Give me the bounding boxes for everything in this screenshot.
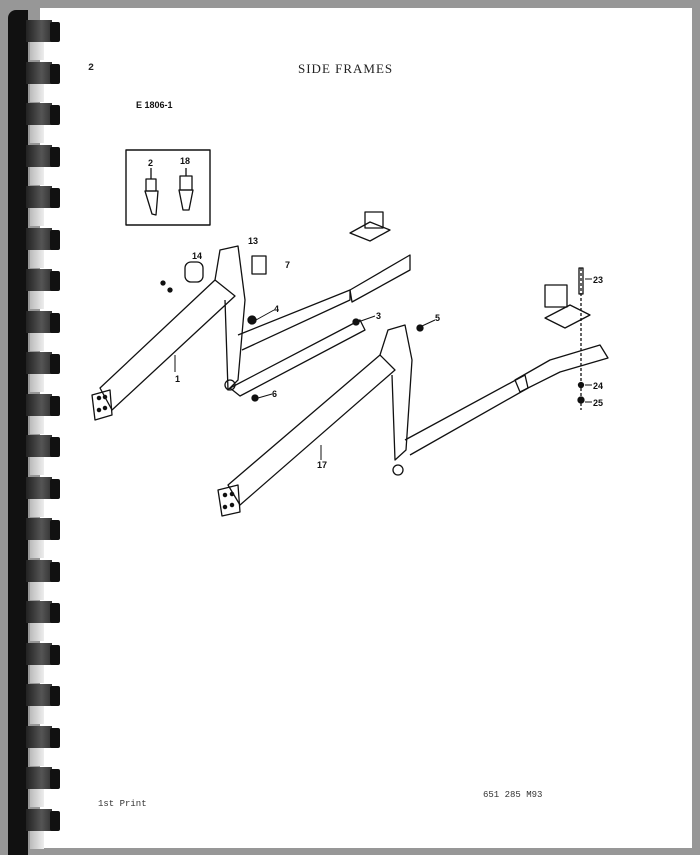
svg-text:2: 2: [148, 158, 153, 168]
binding-ring: [26, 725, 62, 766]
binding-ring: [26, 144, 62, 185]
svg-text:3: 3: [376, 311, 381, 321]
inset-part-2-icon: [144, 168, 159, 216]
binding-ring: [26, 559, 62, 600]
svg-text:14: 14: [192, 251, 202, 261]
mount-bracket-lower-icon: [544, 284, 591, 329]
footer-print-label: 1st Print: [98, 799, 147, 809]
binding-ring: [26, 20, 62, 60]
side-frame-1: [91, 245, 411, 421]
binding-ring: [26, 61, 62, 102]
page-title: SIDE FRAMES: [298, 61, 394, 76]
svg-text:25: 25: [593, 398, 603, 408]
binding-ring: [26, 310, 62, 351]
binding-ring: [26, 352, 62, 392]
binding-ring: [26, 476, 62, 517]
svg-text:7: 7: [285, 260, 290, 270]
svg-text:5: 5: [435, 313, 440, 323]
part-5-icon: [416, 324, 424, 332]
spiral-binding-spine: [8, 10, 28, 855]
binding-ring: [26, 393, 62, 434]
inset-box: [125, 149, 211, 226]
page-number: 2: [88, 63, 95, 74]
binding-ring: [26, 767, 62, 807]
part-6-icon: [251, 394, 259, 402]
binding-ring: [26, 684, 62, 724]
bolt-23-icon: [578, 267, 584, 295]
svg-text:17: 17: [317, 460, 327, 470]
svg-text:4: 4: [274, 304, 279, 314]
svg-text:23: 23: [593, 275, 603, 285]
binding-ring: [26, 642, 62, 683]
footer-part-number: 651 285 M93: [483, 790, 543, 800]
nut-25-icon: [577, 396, 585, 404]
binding-ring: [26, 103, 62, 143]
inset-part-18-icon: [178, 168, 194, 211]
svg-text:18: 18: [180, 156, 190, 166]
washer-24-icon: [577, 381, 585, 389]
binding-ring: [26, 435, 62, 475]
svg-text:24: 24: [593, 381, 603, 391]
part-13-icon: [251, 255, 267, 275]
svg-text:6: 6: [272, 389, 277, 399]
binding-ring: [26, 227, 62, 268]
manual-page: [40, 8, 692, 848]
binding-ring: [26, 808, 62, 849]
svg-text:13: 13: [248, 236, 258, 246]
part-14-icon: [184, 261, 204, 283]
svg-text:1: 1: [175, 374, 180, 384]
binding-ring: [26, 269, 62, 309]
mount-bracket-upper-icon: [349, 211, 391, 242]
binding-ring: [26, 601, 62, 641]
figure-code: E 1806-1: [136, 100, 173, 110]
binding-ring: [26, 518, 62, 558]
binding-ring: [26, 186, 62, 226]
side-frame-17: [217, 324, 609, 517]
part-4-icon: [247, 315, 257, 325]
